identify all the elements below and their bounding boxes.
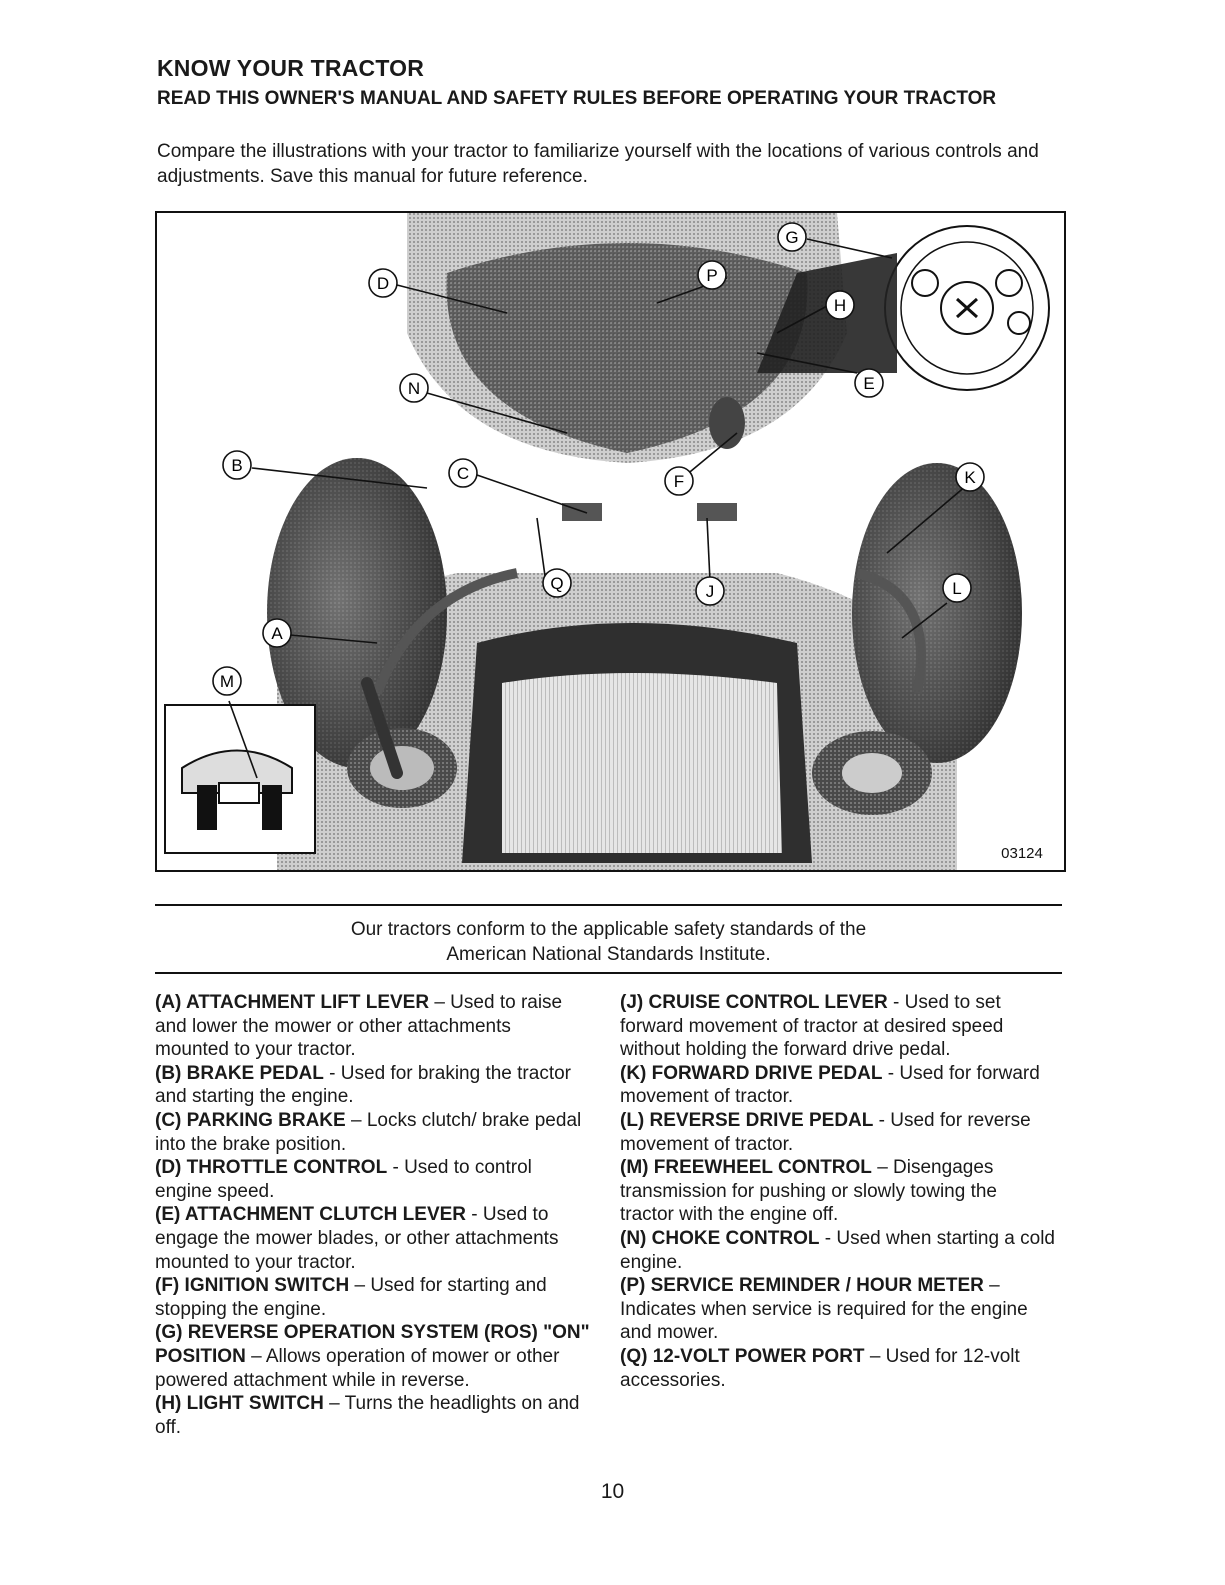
page-number: 10: [600, 1480, 625, 1503]
control-item-q: (Q) 12-VOLT POWER PORT – Used for 12-vol…: [620, 1345, 1020, 1391]
callout-e: E: [854, 368, 884, 398]
callout-j: J: [695, 576, 725, 606]
control-item-j: (J) CRUISE CONTROL LEVER - Used to set f…: [620, 992, 1004, 1061]
control-item-p: (P) SERVICE REMINDER / HOUR METER – Indi…: [620, 1275, 1028, 1344]
callout-d: D: [368, 268, 398, 298]
svg-text:H: H: [834, 296, 846, 315]
control-item-n: (N) CHOKE CONTROL - Used when starting a…: [620, 1227, 1055, 1273]
control-item-m: (M) FREEWHEEL CONTROL – Disengages trans…: [620, 1157, 998, 1226]
callout-l: L: [942, 573, 972, 603]
page-subtitle: READ THIS OWNER'S MANUAL AND SAFETY RULE…: [157, 88, 997, 109]
control-item-g: (G) REVERSE OPERATION SYSTEM (ROS) "ON" …: [155, 1322, 590, 1391]
svg-text:J: J: [706, 582, 715, 601]
standards-note-line2: American National Standards Institute.: [446, 944, 771, 965]
figure-callouts: D N B C P G H E F K L Q J A M: [212, 222, 985, 696]
svg-text:M: M: [220, 672, 234, 691]
svg-text:E: E: [863, 374, 874, 393]
controls-list-left: (A) ATTACHMENT LIFT LEVER – Used to rais…: [155, 991, 590, 1439]
control-item-d: (D) THROTTLE CONTROL - Used to control e…: [155, 1157, 532, 1202]
svg-text:C: C: [457, 464, 469, 483]
standards-note: Our tractors conform to the applicable s…: [155, 917, 1062, 967]
callout-g: G: [777, 222, 807, 252]
tractor-illustration: D N B C P G H E F K L Q J A M 03124: [155, 211, 1066, 872]
callout-c: C: [448, 458, 478, 488]
svg-text:K: K: [964, 468, 976, 487]
callout-m: M: [212, 666, 242, 696]
control-item-f: (F) IGNITION SWITCH – Used for starting …: [155, 1275, 547, 1320]
controls-list-right: (J) CRUISE CONTROL LEVER - Used to set f…: [620, 991, 1055, 1392]
control-item-e: (E) ATTACHMENT CLUTCH LEVER - Used to en…: [155, 1204, 559, 1273]
control-item-c: (C) PARKING BRAKE – Locks clutch/ brake …: [155, 1109, 582, 1155]
page-title: KNOW YOUR TRACTOR: [157, 55, 425, 81]
control-item-h: (H) LIGHT SWITCH – Turns the headlights …: [155, 1393, 580, 1438]
callout-n: N: [399, 373, 429, 403]
svg-text:Q: Q: [550, 574, 563, 593]
callout-q: Q: [542, 568, 572, 598]
control-item-b: (B) BRAKE PEDAL - Used for braking the t…: [155, 1062, 571, 1108]
callout-k: K: [955, 462, 985, 492]
svg-text:G: G: [785, 228, 798, 247]
svg-text:A: A: [271, 624, 283, 643]
control-item-a: (A) ATTACHMENT LIFT LEVER – Used to rais…: [155, 992, 563, 1061]
callout-p: P: [697, 260, 727, 290]
control-item-k: (K) FORWARD DRIVE PEDAL - Used for forwa…: [620, 1062, 1040, 1108]
divider-top: [155, 904, 1062, 906]
svg-text:P: P: [706, 266, 717, 285]
figure-code: 03124: [1001, 845, 1043, 862]
divider-bottom: [155, 972, 1062, 974]
callout-h: H: [825, 290, 855, 320]
callout-b: B: [222, 450, 252, 480]
svg-text:N: N: [408, 379, 420, 398]
callout-a: A: [262, 618, 292, 648]
svg-text:B: B: [231, 456, 242, 475]
svg-text:F: F: [674, 472, 684, 491]
standards-note-line1: Our tractors conform to the applicable s…: [350, 919, 867, 940]
svg-text:L: L: [952, 579, 961, 598]
control-item-l: (L) REVERSE DRIVE PEDAL - Used for rever…: [620, 1109, 1031, 1155]
intro-paragraph: Compare the illustrations with your trac…: [157, 141, 1039, 187]
callout-f: F: [664, 466, 694, 496]
svg-text:D: D: [377, 274, 389, 293]
